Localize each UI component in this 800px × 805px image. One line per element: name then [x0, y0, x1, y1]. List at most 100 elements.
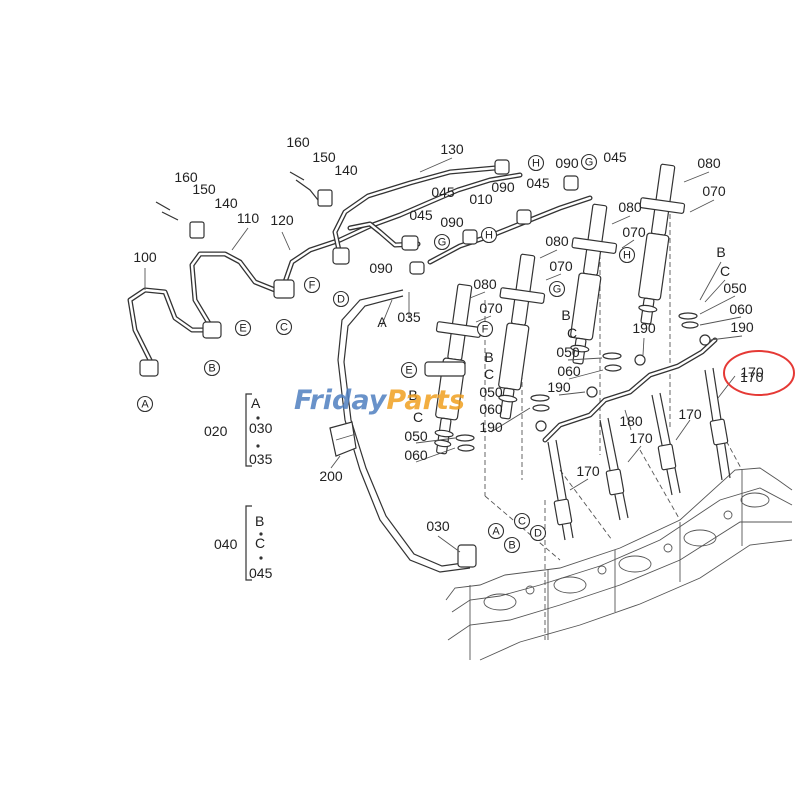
marker-circle [203, 359, 221, 377]
connection-marker-B: B [503, 536, 521, 554]
legend-code-040: 040 [214, 536, 238, 552]
letter-label-B: B [408, 387, 417, 403]
letter-label-B: B [484, 349, 493, 365]
marker-letter: B [208, 363, 215, 375]
part-label-160: 160 [286, 134, 310, 150]
part-label-130: 130 [440, 141, 464, 157]
marker-letter: G [438, 237, 447, 249]
marker-letter: F [309, 280, 316, 292]
injectors [424, 163, 686, 455]
part-label-070: 070 [622, 224, 646, 240]
letter-label-C: C [484, 366, 494, 382]
part-label-050: 050 [556, 344, 580, 360]
part-label-045: 045 [603, 149, 627, 165]
part-label-170: 170 [576, 463, 600, 479]
part-label-050: 050 [404, 428, 428, 444]
part-label-190: 190 [730, 319, 754, 335]
part-label-190: 190 [632, 320, 656, 336]
part-label-170: 170 [740, 364, 764, 380]
legend-dot [256, 444, 260, 448]
letter-label-A: A [377, 314, 387, 330]
marker-letter: H [532, 158, 540, 170]
marker-letter: G [585, 157, 594, 169]
marker-circle [400, 361, 418, 379]
part-label-090: 090 [555, 155, 579, 171]
part-label-200: 200 [319, 468, 343, 484]
marker-letter: G [553, 284, 562, 296]
legend-dot [259, 556, 263, 560]
marker-letter: B [508, 540, 515, 552]
highlight-circle [723, 350, 795, 396]
connection-marker-D: D [332, 290, 350, 308]
marker-letter: H [623, 250, 631, 262]
part-label-120: 120 [270, 212, 294, 228]
connection-marker-F: F [303, 276, 321, 294]
part-label-090: 090 [491, 179, 515, 195]
part-label-060: 060 [557, 363, 581, 379]
part-label-070: 070 [702, 183, 726, 199]
part-label-030: 030 [426, 518, 450, 534]
connection-marker-D: D [529, 524, 547, 542]
marker-circle [503, 536, 521, 554]
connection-marker-H: H [618, 246, 636, 264]
legend-dot [256, 416, 260, 420]
marker-circle [487, 522, 505, 540]
part-label-180: 180 [619, 413, 643, 429]
watermark-part1: Friday [294, 385, 388, 416]
letter-label-B: B [716, 244, 725, 260]
marker-circle [332, 290, 350, 308]
marker-letter: F [482, 324, 489, 336]
marker-circle [529, 524, 547, 542]
washers [455, 312, 699, 452]
part-label-070: 070 [479, 300, 503, 316]
part-label-060: 060 [404, 447, 428, 463]
letter-label-C: C [567, 325, 577, 341]
connection-marker-H: H [527, 154, 545, 172]
connection-marker-C: C [513, 512, 531, 530]
part-label-090: 090 [440, 214, 464, 230]
legend-item-035: 035 [249, 451, 273, 467]
watermark-part2: Parts [386, 385, 465, 416]
part-label-080: 080 [697, 155, 721, 171]
svg-text:FridayParts: FridayParts [294, 385, 465, 416]
part-label-080: 080 [618, 199, 642, 215]
marker-letter: C [280, 322, 288, 334]
glow-plugs-170 [547, 367, 731, 541]
fuel-return-pipes [127, 159, 593, 377]
connection-marker-G: G [580, 153, 598, 171]
connection-marker-A: A [136, 395, 154, 413]
marker-circle [433, 233, 451, 251]
marker-letter: E [239, 323, 246, 335]
part-label-160: 160 [174, 169, 198, 185]
connection-marker-A: A [487, 522, 505, 540]
highlighted-part-170: 170 [723, 350, 795, 396]
connection-marker-F: F [476, 320, 494, 338]
marker-letter: E [405, 365, 412, 377]
bracket-200 [329, 421, 357, 457]
marker-circle [580, 153, 598, 171]
legend-item-A: A [251, 395, 261, 411]
part-label-010: 010 [469, 191, 493, 207]
part-label-190: 190 [547, 379, 571, 395]
connection-marker-E: E [400, 361, 418, 379]
marker-circle [618, 246, 636, 264]
part-label-050: 050 [479, 384, 503, 400]
part-label-050: 050 [723, 280, 747, 296]
marker-letter: D [337, 294, 345, 306]
connection-marker-G: G [433, 233, 451, 251]
marker-circle [476, 320, 494, 338]
part-label-080: 080 [473, 276, 497, 292]
connection-marker-E: E [234, 319, 252, 337]
part-label-045: 045 [526, 175, 550, 191]
legend-item-B: B [255, 513, 264, 529]
part-label-060: 060 [729, 301, 753, 317]
marker-letter: H [485, 230, 493, 242]
marker-letter: A [492, 526, 500, 538]
part-label-090: 090 [369, 260, 393, 276]
connection-marker-H: H [480, 226, 498, 244]
part-label-080: 080 [545, 233, 569, 249]
letter-label-C: C [720, 263, 730, 279]
marker-letter: C [518, 516, 526, 528]
